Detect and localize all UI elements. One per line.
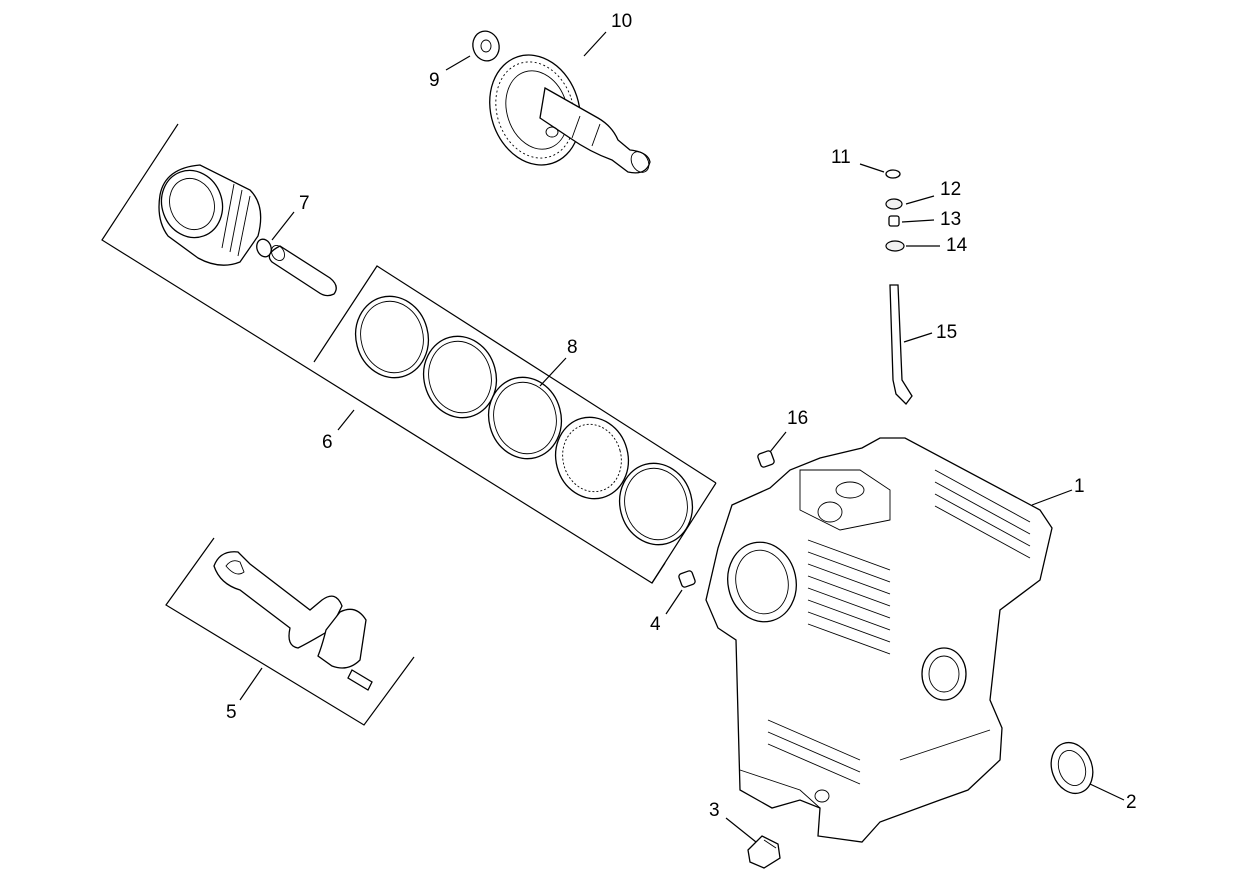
callout-15: 15 bbox=[936, 322, 957, 343]
leader-lines bbox=[239, 31, 1125, 843]
crankcase-block bbox=[705, 437, 1053, 843]
callouts: 1 2 3 4 5 6 7 8 9 10 11 12 13 14 15 16 bbox=[226, 11, 1137, 821]
callout-3: 3 bbox=[709, 800, 720, 821]
thrust-washer bbox=[472, 30, 500, 62]
callout-13: 13 bbox=[940, 209, 961, 230]
callout-6: 6 bbox=[322, 432, 333, 453]
dowel-pin bbox=[678, 570, 696, 588]
callout-1: 1 bbox=[1074, 476, 1085, 497]
callout-12: 12 bbox=[940, 179, 961, 200]
connecting-rod bbox=[213, 551, 373, 691]
callout-14: 14 bbox=[946, 235, 968, 256]
drain-plug bbox=[747, 835, 781, 869]
callout-2: 2 bbox=[1126, 792, 1137, 813]
callout-11: 11 bbox=[831, 147, 851, 168]
piston-pin bbox=[268, 245, 337, 297]
callout-7: 7 bbox=[299, 193, 310, 214]
piston-rings bbox=[354, 295, 694, 546]
callout-9: 9 bbox=[429, 70, 440, 91]
callout-8: 8 bbox=[567, 337, 578, 358]
breather-tube bbox=[889, 284, 913, 405]
callout-5: 5 bbox=[226, 702, 237, 723]
callout-4: 4 bbox=[650, 614, 661, 635]
camshaft-gear bbox=[489, 54, 651, 174]
piston-pin-clip bbox=[256, 238, 272, 258]
callout-16: 16 bbox=[787, 408, 808, 429]
small-hardware bbox=[885, 169, 905, 252]
connecting-rod-group-frame bbox=[165, 537, 415, 726]
oil-seal bbox=[1050, 741, 1094, 795]
callout-10: 10 bbox=[611, 11, 632, 32]
dowel-pin-upper bbox=[757, 450, 775, 468]
piston bbox=[158, 164, 262, 266]
